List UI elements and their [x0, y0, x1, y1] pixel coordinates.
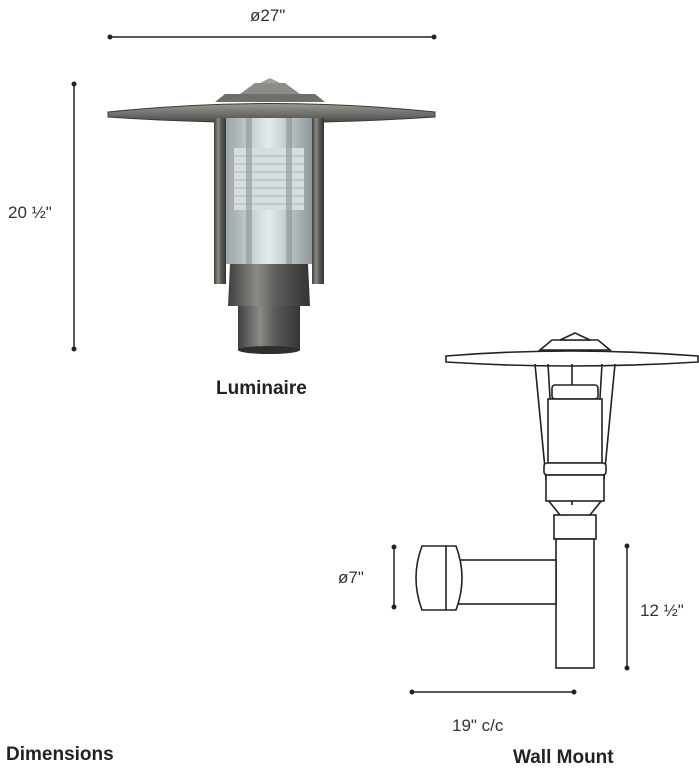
spacing-dimension [409, 689, 577, 695]
luminaire-height-dimension [71, 81, 77, 352]
spacing-label: 19" c/c [452, 716, 504, 735]
arm-diameter-dimension [391, 544, 397, 610]
wall-mount-caption: Wall Mount [513, 747, 614, 768]
wall-mount-drawing [415, 332, 699, 669]
wall-mount-height-dimension [624, 543, 630, 671]
luminaire-width-dimension [107, 34, 437, 40]
luminaire-image [107, 78, 436, 354]
section-title: Dimensions [6, 744, 114, 765]
luminaire-width-label: ø27" [250, 6, 286, 25]
luminaire-height-label: 20 ½" [8, 203, 52, 222]
arm-diameter-label: ø7" [338, 568, 364, 587]
luminaire-caption: Luminaire [216, 378, 307, 399]
wall-mount-height-label: 12 ½" [640, 601, 684, 620]
